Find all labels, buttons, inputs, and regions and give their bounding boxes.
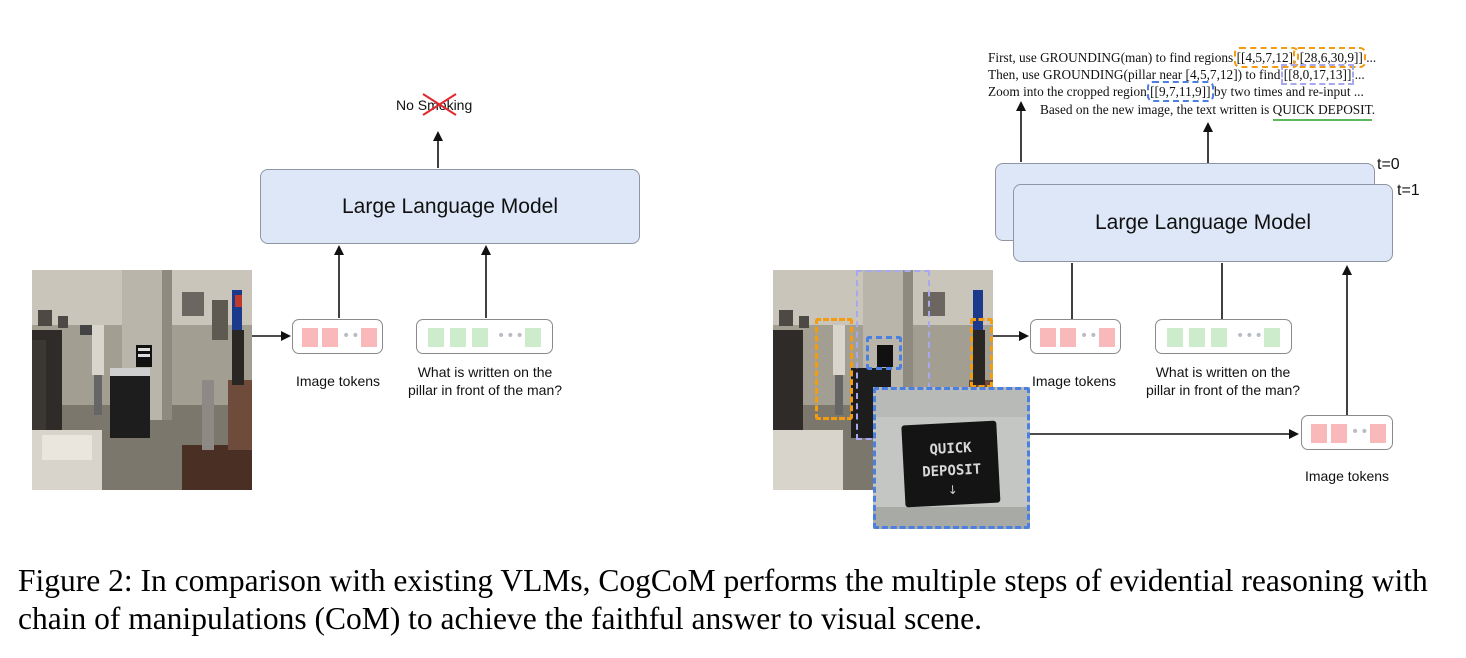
reasoning-text: ... [1354,67,1365,82]
t1-label: t=1 [1397,182,1420,199]
image-tokens-left: ••• [292,319,383,354]
reasoning-line-2: Then, use GROUNDING(pillar near [4,5,7,1… [988,64,1365,85]
image-tokens-crop: ••• [1301,415,1393,450]
reasoning-line-3: Zoom into the cropped region [[9,7,11,9]… [988,81,1364,102]
down-arrow-icon: ↓ [947,483,958,498]
reasoning-text: by two times and re-input ... [1210,84,1364,99]
image-token [361,328,377,347]
image-tokens-label-left: Image tokens [295,373,381,389]
zoomed-crop: QUICK DEPOSIT ↓ [873,387,1030,529]
dots-icon: ••• [1236,328,1264,344]
text-token [525,328,541,347]
reasoning-text: . [1371,102,1376,117]
question-left: What is written on the pillar in front o… [405,363,565,399]
text-tokens-left: ••• [416,319,553,354]
man-region-box [970,318,993,388]
reasoning-line-1: First, use GROUNDING(man) to find region… [988,47,1377,68]
reasoning-text: ... [1366,50,1377,65]
image-token [1331,424,1347,443]
text-token [1189,328,1205,347]
question-line: What is written on the [1155,364,1291,380]
image-tokens-right: ••• [1030,319,1121,354]
text-token [1167,328,1183,347]
llm-box-left: Large Language Model [260,169,640,244]
office-scene-picture [32,270,252,490]
question-line: pillar in front of the man? [407,382,563,398]
reasoning-text: Based on the new image, the text written… [1040,102,1273,117]
text-token [428,328,444,347]
image-token [302,328,318,347]
image-token [322,328,338,347]
reasoning-text: Then, use GROUNDING(pillar near [4,5,7,1… [988,67,1284,82]
image-token [1311,424,1327,443]
answer-text: QUICK DEPOSIT [1272,102,1372,121]
image-token [1099,328,1115,347]
reasoning-line-4: Based on the new image, the text written… [1040,102,1376,121]
output-no-smoking: No Smoking [396,97,472,113]
crop-region-box [866,336,902,370]
figure-caption: Figure 2: In comparison with existing VL… [18,563,1428,636]
llm-box-t1: Large Language Model [1013,184,1393,262]
box-crop: [[9,7,11,9]] [1147,81,1214,102]
image-token [1060,328,1076,347]
text-token [1211,328,1227,347]
text-token [450,328,466,347]
text-token [472,328,488,347]
dots-icon: ••• [497,328,525,344]
cross-out-icon [422,93,457,116]
sign-text-line: QUICK [929,440,972,458]
text-tokens-right: ••• [1155,319,1292,354]
image-token [1040,328,1056,347]
sign-text-line: DEPOSIT [922,461,982,480]
llm-label: Large Language Model [1094,211,1311,234]
reasoning-text: Zoom into the cropped region [988,84,1151,99]
output-text: No Smoking [396,97,473,113]
scene-image-left [32,270,252,490]
image-tokens-label-right: Image tokens [1031,373,1117,389]
text-token [1264,328,1280,347]
question-line: pillar in front of the man? [1145,382,1301,398]
box-man-2: [28,6,30,9]] [1293,47,1366,68]
image-token [1370,424,1386,443]
t0-label: t=0 [1377,156,1400,173]
man-region-box [815,318,853,420]
box-man-1: [[4,5,7,12], [1233,47,1300,68]
zoomed-crop-border [873,387,1030,529]
question-right: What is written on the pillar in front o… [1143,363,1303,399]
image-tokens-label-crop: Image tokens [1304,468,1390,484]
reasoning-text: First, use GROUNDING(man) to find region… [988,50,1237,65]
box-pillar: [[8,0,17,13]] [1280,64,1355,85]
question-line: What is written on the [417,364,553,380]
llm-label: Large Language Model [341,194,558,218]
quick-deposit-sign-picture: QUICK DEPOSIT ↓ [873,387,1030,529]
